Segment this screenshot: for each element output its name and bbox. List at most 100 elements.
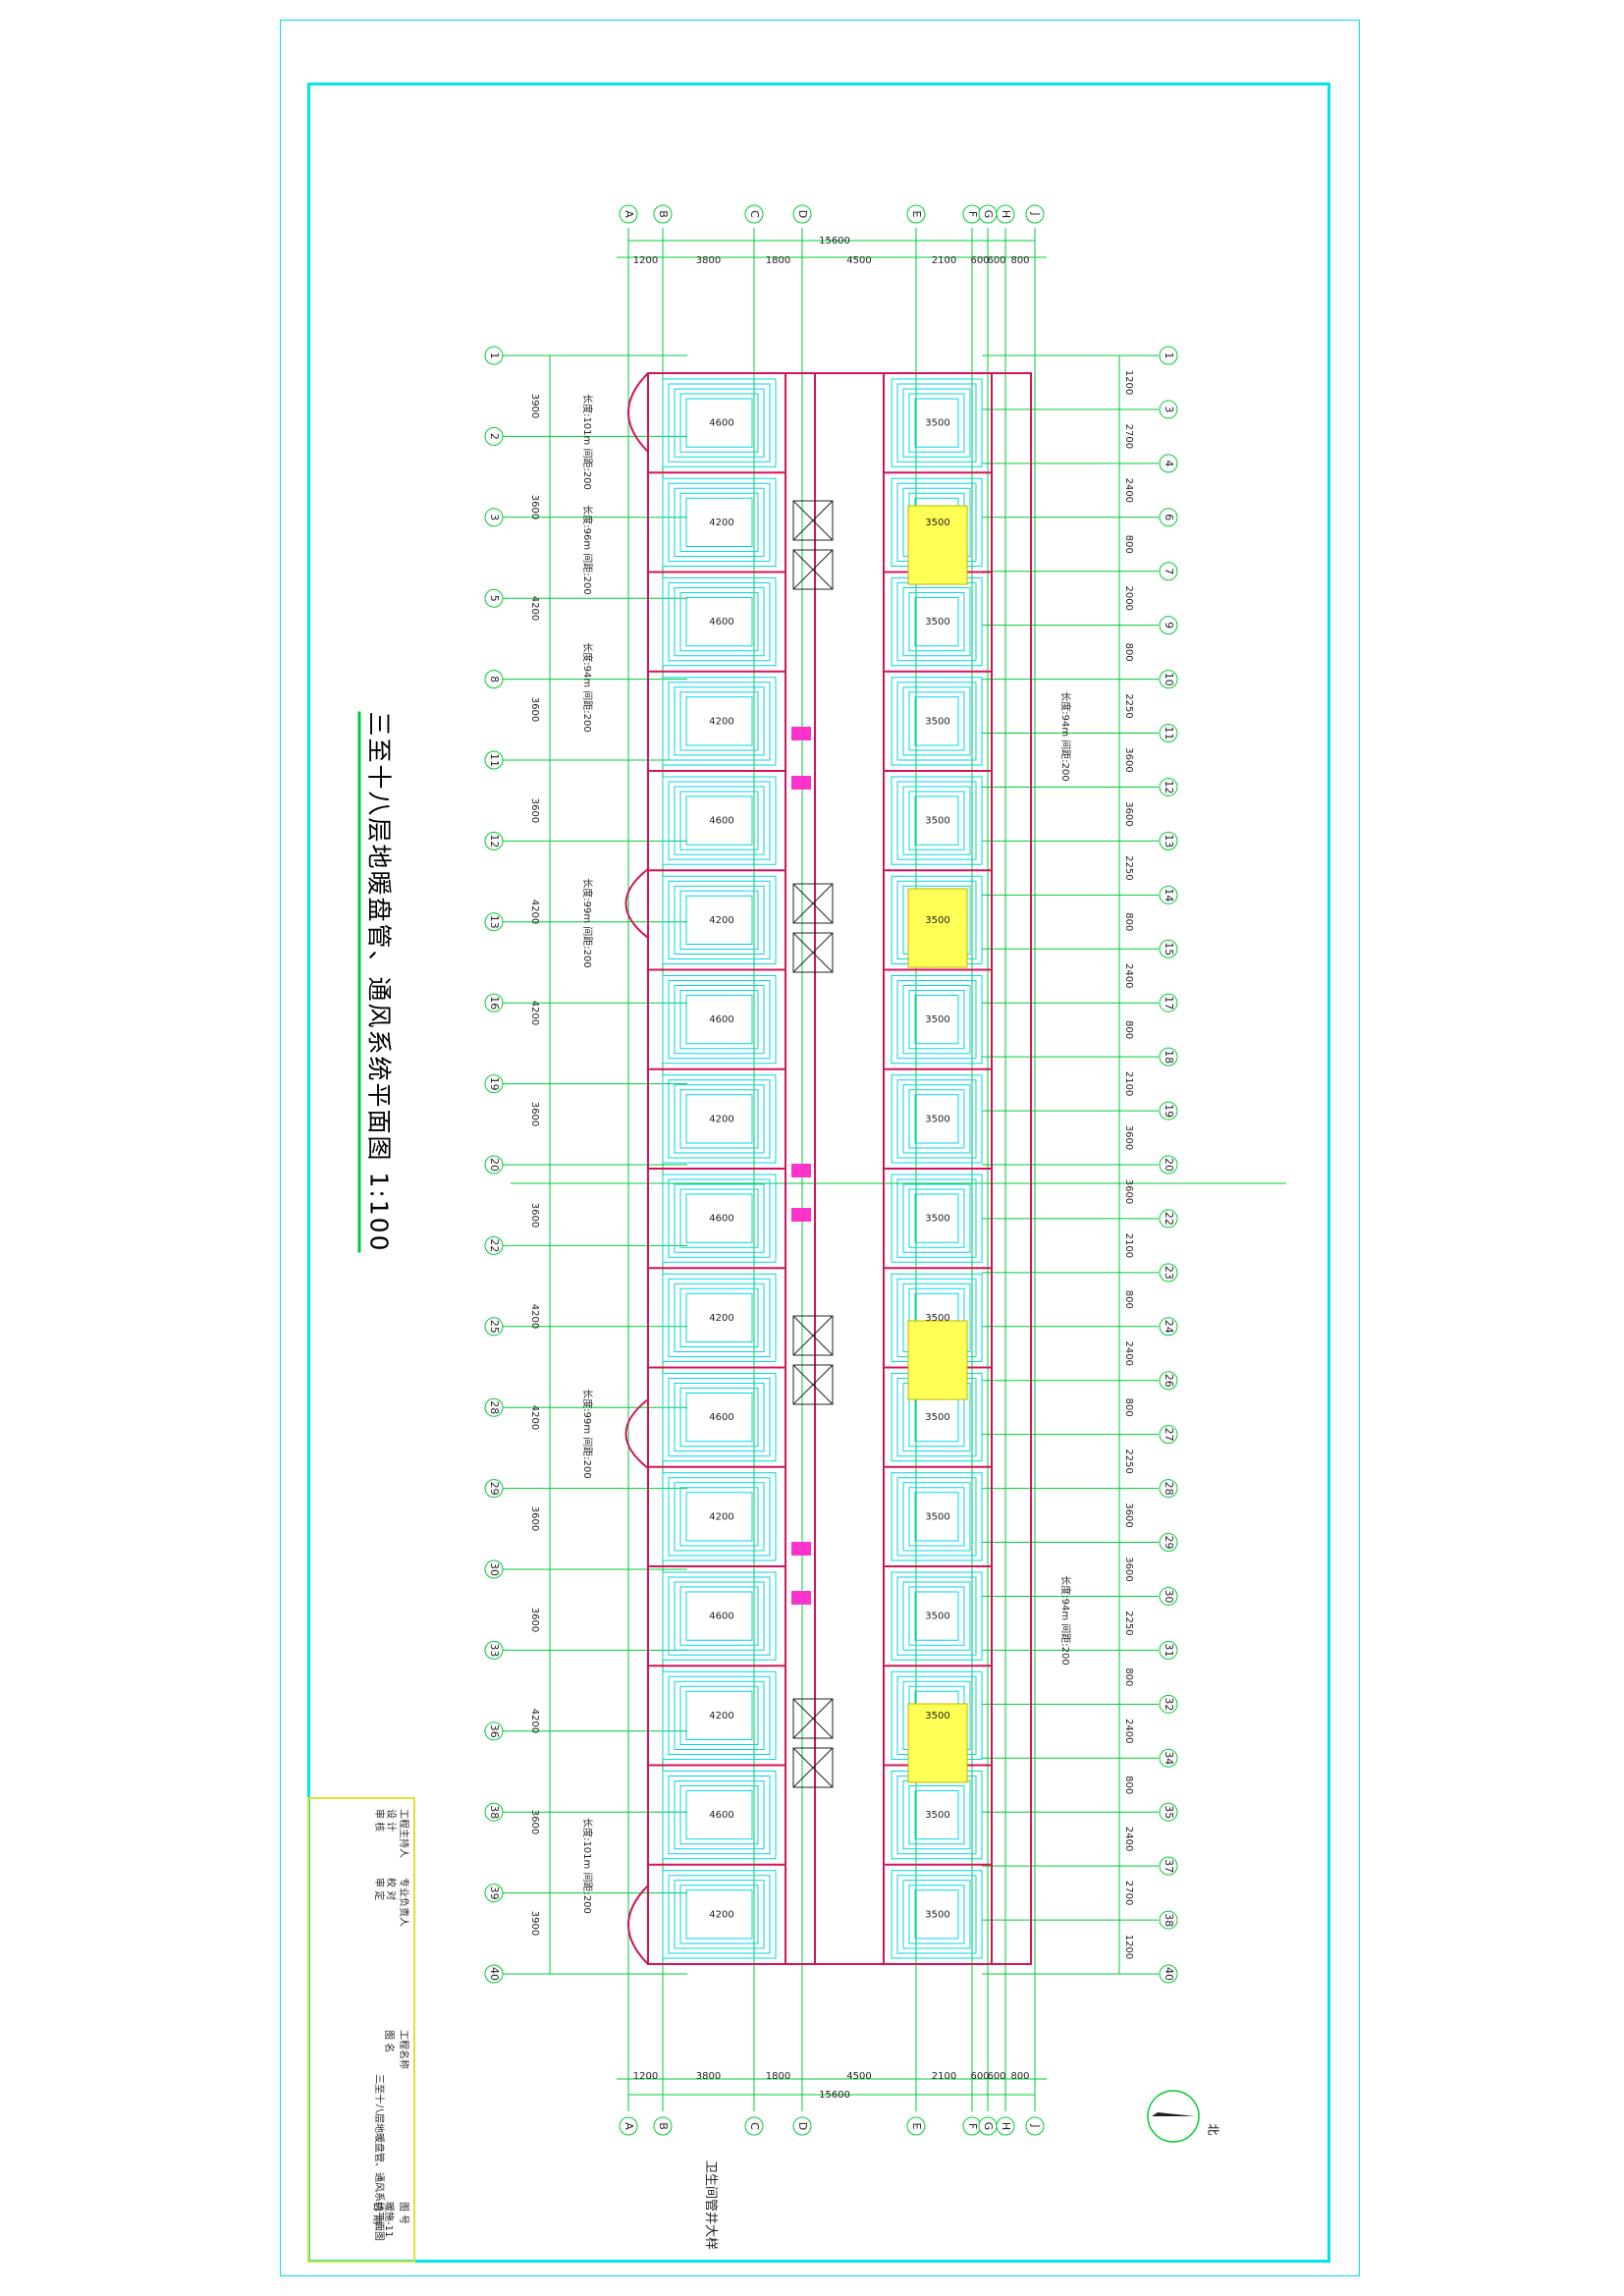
axis-bubble-label: 1: [1163, 353, 1175, 359]
building-walls: [624, 372, 1032, 1965]
axis-bubble: [484, 1802, 504, 1822]
axis-bubble-label: 19: [1163, 1104, 1175, 1118]
title-block-cell: 审 定: [373, 1878, 384, 1901]
room-dimension-label: 4200: [709, 1909, 733, 1920]
elevator-shaft: [792, 549, 834, 590]
axis-bubble: [484, 750, 504, 770]
coil-note: 长度:96m 间距:200: [581, 505, 594, 594]
heating-coil-loop: [908, 393, 965, 453]
axis-bubble-label: 5: [488, 595, 501, 602]
axis-bubbles: AABBCCDDEEFFGGHHJJ1235811121316192022252…: [484, 204, 1178, 2136]
axis-bubble: [484, 1640, 504, 1660]
column-dimension: 800: [1010, 2071, 1029, 2082]
row-dimension: 2100: [1123, 1233, 1134, 1258]
coil-note: 长度:94m 间距:200: [1059, 691, 1072, 781]
row-dimension: 2250: [1123, 1449, 1134, 1473]
heating-coil-loop: [679, 1487, 759, 1547]
axis-bubble-label: 28: [1163, 1482, 1175, 1496]
elevator-shaft: [792, 549, 834, 590]
column-dimension: 800: [1010, 255, 1029, 266]
heating-coil-loop: [891, 1174, 983, 1263]
axis-bubble: [906, 2116, 926, 2136]
column-dimension: 1200: [633, 255, 658, 266]
bay-window: [627, 1885, 649, 1965]
bay-window: [624, 868, 649, 939]
axis-bubble-label: 12: [488, 834, 501, 847]
heating-coil-loop: [662, 1074, 777, 1164]
sheet-inner-frame: [307, 82, 1330, 2263]
heating-coil-loop: [668, 1278, 771, 1357]
title-block-cell: 图 号: [398, 2202, 408, 2225]
column-dimension: 2100: [932, 255, 956, 266]
heating-coil-loop: [668, 1875, 771, 1954]
heating-coil-loop: [914, 1193, 959, 1243]
axis-bubble-label: 25: [488, 1320, 501, 1334]
heating-coil-loop: [668, 781, 771, 860]
heating-coil-loop: [891, 1571, 983, 1661]
row-dimension: 800: [1123, 1776, 1134, 1794]
heating-coil-loop: [902, 985, 971, 1055]
axis-bubble: [484, 1722, 504, 1741]
room-dimension-label: 3500: [925, 716, 949, 727]
heating-coil-loop: [674, 1183, 765, 1253]
row-dimension: 3600: [529, 1810, 540, 1834]
room-dimension-label: 3500: [925, 1214, 949, 1225]
row-dimension: 800: [1123, 1020, 1134, 1039]
heating-coil-loop: [674, 1581, 765, 1651]
axis-bubble-label: E: [910, 211, 923, 218]
heating-coil-loop: [902, 587, 971, 657]
heating-coil-loop: [685, 497, 753, 547]
room-dimension-label: 3500: [925, 1711, 949, 1722]
heating-coil-loop: [914, 1790, 959, 1840]
axis-bubble-label: 4: [1163, 460, 1175, 466]
heating-coil-loop: [679, 1785, 759, 1845]
axis-bubble: [484, 508, 504, 527]
building-outline: [647, 372, 1032, 1965]
heating-coil-loop: [679, 1188, 759, 1248]
heating-coil-loop: [914, 1889, 959, 1940]
column-dimension: 4500: [846, 2071, 871, 2082]
axis-bubble: [1159, 1209, 1178, 1229]
heating-coil-loop: [679, 1586, 759, 1646]
axis-bubble: [1159, 885, 1178, 904]
heating-coil-loop: [914, 1492, 959, 1542]
elevator-shaft: [792, 500, 834, 541]
heating-coil-loop: [902, 1482, 971, 1552]
heating-coil-loop: [896, 1576, 977, 1656]
axis-bubble: [484, 1479, 504, 1499]
heating-coil-loop: [679, 492, 759, 552]
row-dimension: 3600: [529, 697, 540, 722]
axis-bubble-label: 23: [1163, 1266, 1175, 1280]
row-dimension: 3600: [1123, 1125, 1134, 1150]
heating-coil-loop: [662, 875, 777, 964]
heating-coil-loop: [668, 1378, 771, 1457]
axis-bubble: [1159, 1802, 1178, 1822]
heating-coil-loop: [908, 791, 965, 850]
axis-bubble: [996, 2116, 1015, 2136]
axis-bubble: [1159, 777, 1178, 796]
axis-bubble-label: 27: [1163, 1428, 1175, 1442]
axis-bubble-label: 17: [1163, 996, 1175, 1010]
axis-bubble-label: 13: [488, 915, 501, 929]
axis-bubble: [484, 912, 504, 932]
heating-coil-loop: [685, 1591, 753, 1641]
coil-note: 长度:94m 间距:200: [581, 642, 594, 732]
heating-coil-loop: [662, 577, 777, 667]
axis-bubble-label: B: [657, 2122, 670, 2130]
north-label: 北: [1206, 2123, 1220, 2136]
row-dimension: 1200: [1123, 370, 1134, 395]
axis-bubble: [1159, 939, 1178, 958]
room-dimension-label: 4600: [709, 1214, 733, 1225]
room-dimension-label: 4200: [709, 518, 733, 528]
heating-coil-loop: [914, 795, 959, 846]
room-dimension-label: 3500: [925, 1511, 949, 1522]
riser-shaft: [791, 1164, 811, 1177]
axis-bubble: [906, 204, 926, 224]
heating-coil-loop: [668, 1079, 771, 1159]
heating-coil-loop: [674, 587, 765, 657]
heating-coil-loop: [662, 378, 777, 467]
heating-coil-loop: [891, 378, 983, 467]
room-dimension-label: 4200: [709, 1511, 733, 1522]
row-dimension: 4200: [529, 1709, 540, 1733]
axis-bubble: [484, 1559, 504, 1579]
